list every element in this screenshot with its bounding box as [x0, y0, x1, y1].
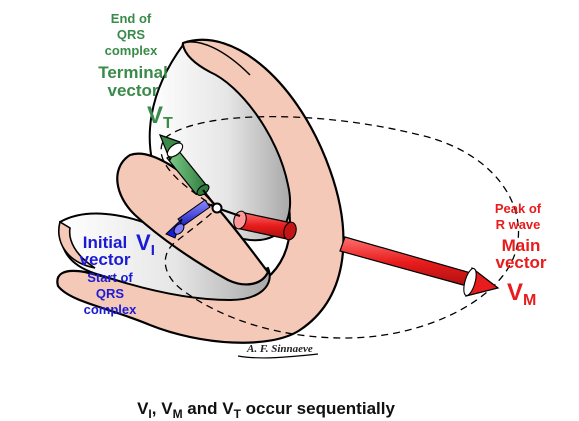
terminal-title-1: Terminal [98, 63, 168, 82]
initial-line-3: complex [84, 302, 138, 317]
initial-title-2: vector [79, 250, 130, 269]
terminal-symbol: VT [147, 102, 173, 132]
main-vector-labels: Peak of R wave Main vector VM [495, 201, 547, 309]
initial-vector-arrow [165, 199, 211, 239]
terminal-vector-labels: End of QRS complex Terminal vector VT [98, 11, 173, 132]
caption: VI, VM and VT occur sequentially [137, 399, 395, 421]
initial-line-1: Start of [87, 270, 133, 285]
terminal-vector-arrow [158, 133, 210, 196]
initial-symbol: VI [136, 230, 155, 259]
terminal-line-1: End of [111, 11, 152, 26]
main-symbol: VM [507, 279, 536, 309]
vector-origin [202, 189, 241, 217]
signature-text: A. F. Sinnaeve [246, 343, 313, 355]
terminal-title-2: vector [107, 81, 158, 100]
dashed-vector-loop [160, 115, 520, 339]
author-signature: A. F. Sinnaeve [237, 343, 319, 359]
main-vector-arrow [339, 236, 500, 297]
main-title-1: Main [502, 236, 541, 255]
main-line-2: R wave [496, 217, 541, 232]
terminal-line-3: complex [105, 43, 159, 58]
main-title-2: vector [495, 253, 546, 272]
terminal-line-2: QRS [117, 27, 146, 42]
main-vector-inner-segment [233, 210, 297, 241]
initial-vector-labels: Initial vector VI Start of QRS complex [79, 230, 154, 317]
initial-title-1: Initial [83, 233, 127, 252]
main-line-1: Peak of [495, 201, 542, 216]
initial-line-2: QRS [96, 286, 125, 301]
